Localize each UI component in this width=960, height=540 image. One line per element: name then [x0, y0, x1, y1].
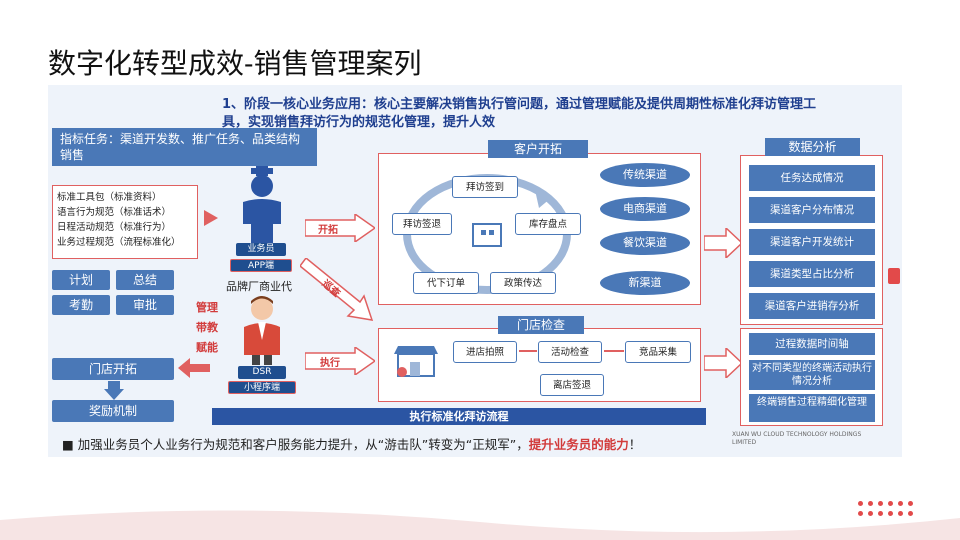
competitor-node: 竞品采集 [625, 341, 691, 363]
expand-arrow-label: 开拓 [318, 225, 338, 236]
brand-logo-icon [888, 268, 900, 284]
analysis-arrow-icon [704, 228, 742, 258]
dsr-avatar-icon [244, 296, 280, 365]
store-checkout-node: 离店签退 [540, 374, 604, 396]
decor-wave-icon [0, 510, 960, 540]
attendance-button[interactable]: 考勤 [52, 295, 110, 315]
plan-button[interactable]: 计划 [52, 270, 110, 290]
salesman-icon [243, 166, 281, 244]
footer-tail: ！ [628, 437, 642, 452]
channel-ecommerce: 电商渠道 [600, 197, 690, 221]
management-label: 管理 [196, 301, 218, 314]
tool-item: 标准工具包（标准资料） [57, 192, 162, 203]
footer-highlight: 提升业务员的能力 [528, 437, 629, 452]
flow-arrow-icon [604, 350, 624, 352]
analysis-item: 渠道客户分布情况 [749, 197, 875, 223]
summary-button[interactable]: 总结 [116, 270, 174, 290]
flow-arrow-icon [519, 350, 537, 352]
analysis-arrow-icon [704, 348, 742, 378]
headline: 1、阶段一核心业务应用：核心主要解决销售执行管问题，通过管理赋能及提供周期性标准… [222, 97, 817, 130]
channel-new: 新渠道 [600, 271, 690, 295]
decor-dots-icon [858, 496, 928, 516]
inspect-arrow-icon [300, 258, 374, 321]
analysis-item: 终端销售过程精细化管理 [749, 394, 875, 422]
bullet-icon: ■ [62, 437, 78, 452]
analysis-item: 任务达成情况 [749, 165, 875, 191]
company-name: XUAN WU CLOUD TECHNOLOGY HOLDINGS LIMITE… [732, 431, 862, 446]
footer-text: 加强业务员个人业务行为规范和客户服务能力提升，从“游击队”转变为“正规军”， [77, 437, 529, 452]
visit-checkin-node: 拜访签到 [452, 176, 518, 198]
store-check-title: 门店检查 [498, 316, 584, 334]
analysis-item: 过程数据时间轴 [749, 333, 875, 355]
order-node: 代下订单 [413, 272, 479, 294]
activity-check-node: 活动检查 [538, 341, 602, 363]
store-photo-node: 进店拍照 [453, 341, 517, 363]
dsr-role: DSR [238, 366, 286, 379]
expand-arrow-icon [305, 214, 375, 242]
visit-checkout-node: 拜访签退 [392, 213, 452, 235]
analysis-item: 对不同类型的终端活动执行情况分析 [749, 360, 875, 390]
tool-item: 日程活动规范（标准行为） [57, 222, 172, 233]
dsr-client: 小程序端 [228, 381, 296, 394]
reward-box: 奖励机制 [52, 400, 174, 422]
footer-note: ■ 加强业务员个人业务行为规范和客户服务能力提升，从“游击队”转变为“正规军”，… [62, 434, 641, 453]
tools-arrow-icon [204, 210, 218, 226]
customer-expand-title: 客户开拓 [488, 140, 588, 158]
analysis-title: 数据分析 [765, 138, 860, 156]
salesman-client: APP端 [230, 259, 292, 272]
task-box: 指标任务：渠道开发数、推广任务、品类结构销售 [52, 128, 317, 166]
empower-label: 赋能 [196, 341, 218, 354]
standard-process-bar: 执行标准化拜访流程 [212, 408, 706, 425]
channel-traditional: 传统渠道 [600, 163, 690, 187]
analysis-item: 渠道客户进销存分析 [749, 293, 875, 319]
channel-catering: 餐饮渠道 [600, 231, 690, 255]
execute-arrow-label: 执行 [320, 358, 340, 369]
tool-item: 业务过程规范（流程标准化） [57, 237, 181, 248]
execute-arrow-icon [305, 347, 375, 375]
salesman-role: 业务员 [236, 243, 286, 256]
tool-item: 语言行为规范（标准话术） [57, 207, 172, 218]
analysis-item: 渠道客户开发统计 [749, 229, 875, 255]
coaching-label: 带教 [196, 321, 218, 334]
store-expand-box: 门店开拓 [52, 358, 174, 380]
brand-agent-label: 品牌厂商业代 [226, 280, 292, 293]
policy-node: 政策传达 [490, 272, 556, 294]
down-arrow-icon [104, 381, 124, 400]
store-icon [394, 346, 438, 377]
inventory-node: 库存盘点 [515, 213, 581, 235]
page-title: 数字化转型成效-销售管理案列 [48, 47, 422, 80]
left-arrow-icon [178, 358, 210, 378]
analysis-item: 渠道类型占比分析 [749, 261, 875, 287]
store-check-section [378, 328, 701, 402]
approval-button[interactable]: 审批 [116, 295, 174, 315]
tools-box: 标准工具包（标准资料） 语言行为规范（标准话术） 日程活动规范（标准行为） 业务… [52, 185, 198, 259]
